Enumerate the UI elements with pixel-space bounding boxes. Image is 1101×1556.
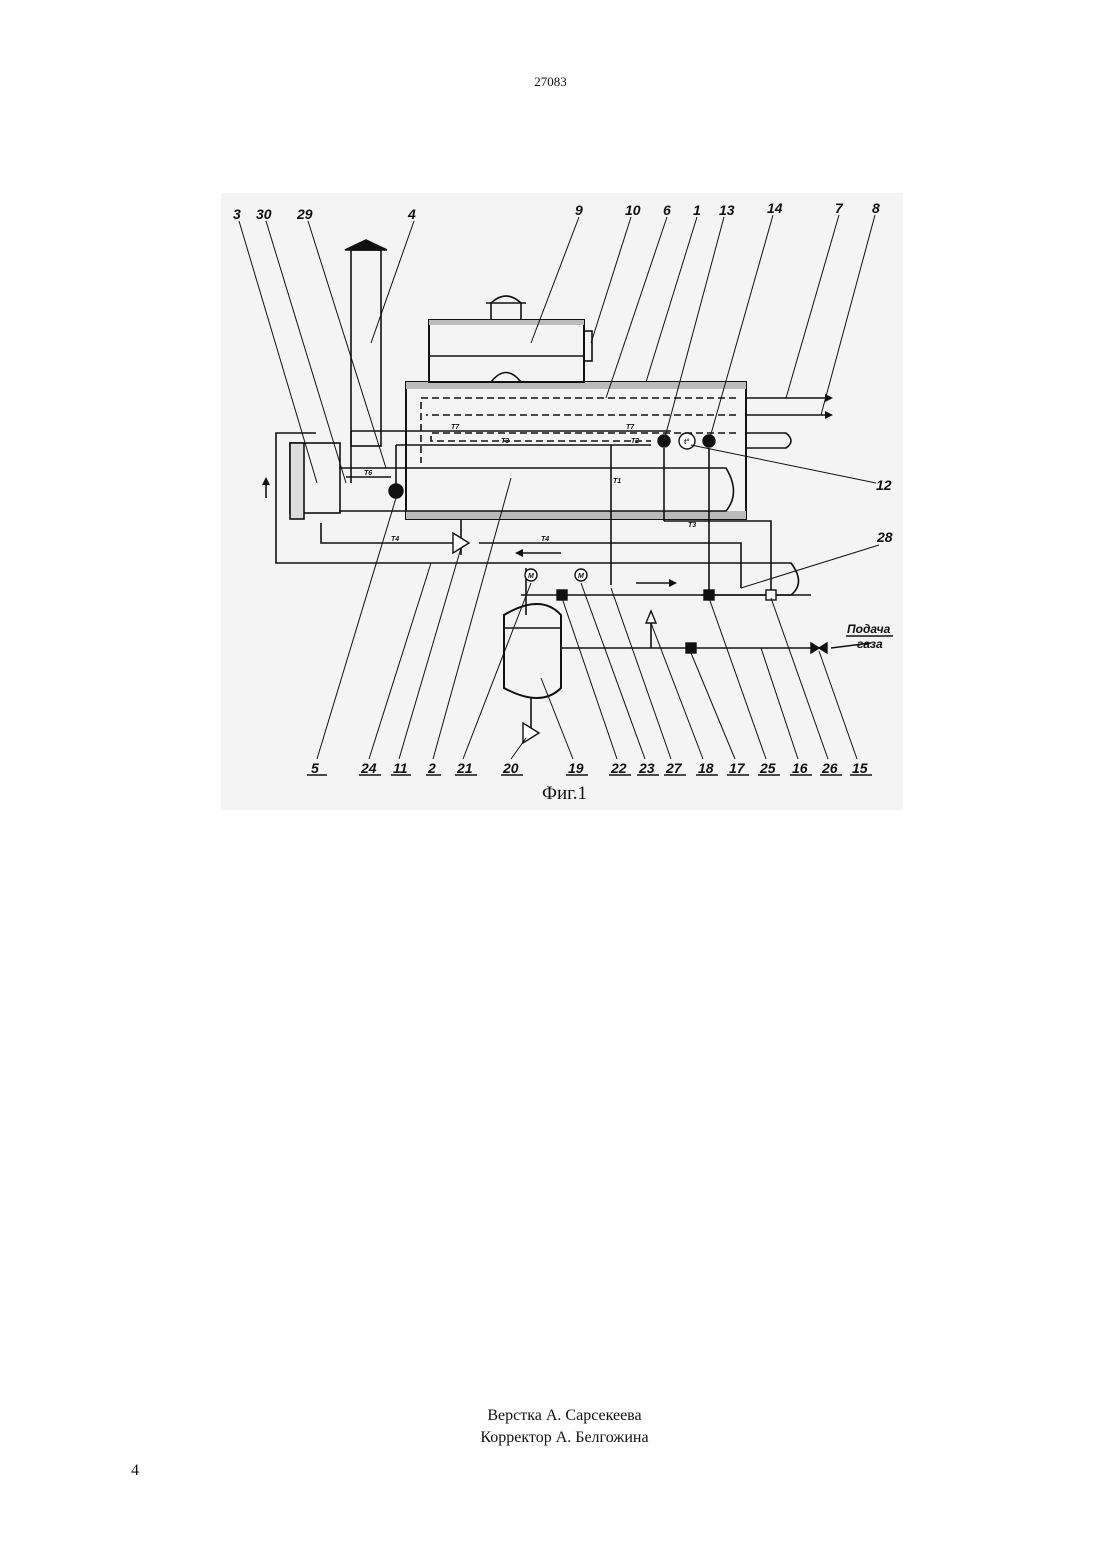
callout-5: 5 bbox=[311, 760, 319, 776]
burner-front bbox=[290, 443, 304, 519]
callout-28: 28 bbox=[876, 529, 893, 545]
regulator-25 bbox=[686, 643, 696, 653]
code-t3-b: T3 bbox=[688, 522, 696, 529]
code-t4-b: T4 bbox=[541, 536, 549, 543]
gas-label-line2: газа bbox=[857, 637, 883, 651]
code-t7-a: T7 bbox=[451, 424, 460, 431]
callout-24: 24 bbox=[360, 760, 377, 776]
code-t7-b: T7 bbox=[626, 424, 635, 431]
layout-credit: Верстка А. Сарсекеева bbox=[28, 1405, 1101, 1427]
thermo-label: t° bbox=[684, 438, 689, 446]
corrector-credit: Корректор А. Белгожина bbox=[28, 1427, 1101, 1449]
callout-26: 26 bbox=[821, 760, 838, 776]
callout-27: 27 bbox=[665, 760, 683, 776]
callout-1: 1 bbox=[693, 202, 701, 218]
callout-9: 9 bbox=[575, 202, 583, 218]
code-t4-a: T4 bbox=[391, 536, 399, 543]
code-t2: T2 bbox=[631, 438, 639, 445]
callout-16: 16 bbox=[792, 760, 808, 776]
motor-label-18: M bbox=[578, 573, 584, 580]
callout-20: 20 bbox=[502, 760, 519, 776]
page-number: 4 bbox=[131, 1462, 139, 1480]
callout-22: 22 bbox=[610, 760, 627, 776]
callout-10: 10 bbox=[625, 202, 641, 218]
boiler-insulation-bottom bbox=[406, 511, 746, 519]
scan-background bbox=[221, 193, 903, 810]
callout-12: 12 bbox=[876, 477, 892, 493]
figure-caption: Фиг.1 bbox=[0, 783, 1101, 805]
tank-insulation bbox=[429, 320, 584, 325]
callout-17: 17 bbox=[729, 760, 746, 776]
callout-25: 25 bbox=[759, 760, 776, 776]
callout-6: 6 bbox=[663, 202, 671, 218]
gas-label-line1: Подача bbox=[847, 622, 891, 636]
callout-11: 11 bbox=[393, 760, 408, 776]
callout-14: 14 bbox=[767, 200, 783, 216]
callout-7: 7 bbox=[835, 200, 844, 216]
patent-figure-diagram: t° M M T7 T7 T2 T3 T6 T4 T4 T3 T1 Подача… bbox=[221, 193, 903, 810]
callout-15: 15 bbox=[852, 760, 868, 776]
callout-21: 21 bbox=[456, 760, 473, 776]
boiler-insulation-top bbox=[406, 382, 746, 389]
code-t1: T1 bbox=[613, 478, 621, 485]
callout-2: 2 bbox=[427, 760, 436, 776]
callout-30: 30 bbox=[256, 206, 272, 222]
callout-18: 18 bbox=[698, 760, 714, 776]
patent-number: 27083 bbox=[0, 74, 1101, 90]
credits-block: Верстка А. Сарсекеева Корректор А. Белго… bbox=[0, 1405, 1101, 1449]
callout-29: 29 bbox=[296, 206, 313, 222]
motor-label-21: M bbox=[528, 573, 534, 580]
callout-13: 13 bbox=[719, 202, 735, 218]
pump-5 bbox=[389, 484, 403, 498]
callout-3: 3 bbox=[233, 206, 241, 222]
code-t3: T3 bbox=[501, 438, 509, 445]
callout-23: 23 bbox=[638, 760, 655, 776]
callout-8: 8 bbox=[872, 200, 880, 216]
callout-4: 4 bbox=[407, 206, 416, 222]
callout-19: 19 bbox=[568, 760, 584, 776]
code-t6: T6 bbox=[364, 470, 372, 477]
